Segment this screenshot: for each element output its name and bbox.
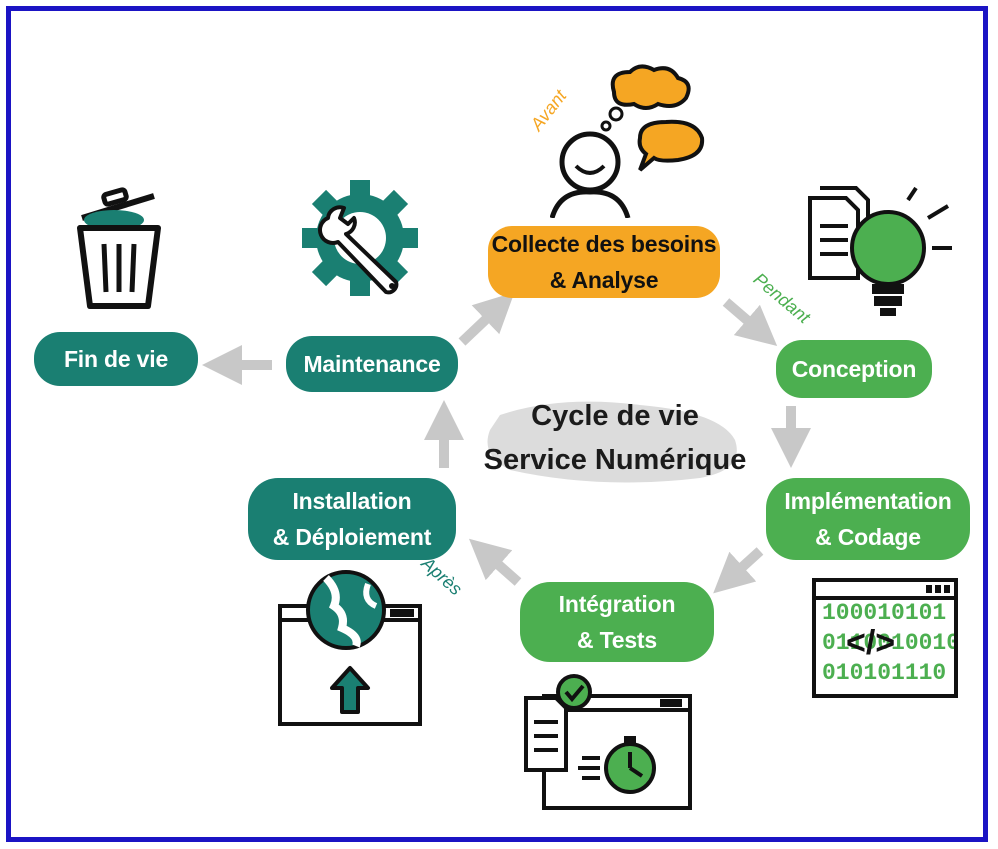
binary-line-1: 100010101 [822, 600, 947, 626]
binary-code-window-icon: 100010101 0110010010 010101110 </> [812, 578, 958, 698]
phase-implementation-line1: Implémentation [784, 488, 952, 514]
phase-implementation-codage: Implémentation & Codage [766, 478, 970, 560]
trash-can-icon [77, 187, 161, 309]
phase-integration-line2: & Tests [577, 627, 657, 653]
arrow-maintenance-to-collecte [458, 292, 515, 346]
phase-installation-line1: Installation [292, 488, 412, 514]
document-lightbulb-icon [808, 186, 952, 316]
phase-implementation-line2: & Codage [815, 524, 921, 550]
phase-collecte-line1: Collecte des besoins [491, 231, 717, 257]
globe-upload-window-icon [278, 570, 422, 726]
center-blob [487, 401, 737, 483]
phase-collecte-line2: & Analyse [549, 267, 659, 293]
phase-installation-line2: & Déploiement [272, 524, 432, 550]
center-title: Cycle de vie Service Numérique [440, 394, 790, 482]
code-symbol: </> [846, 624, 896, 662]
arrow-collecte-to-conception [722, 298, 778, 347]
phase-fin-de-vie: Fin de vie [34, 332, 198, 386]
center-title-line1: Cycle de vie [531, 400, 699, 432]
phase-integration-line1: Intégration [558, 591, 676, 617]
checklist-stopwatch-icon [524, 674, 692, 810]
phase-conception-label: Conception [791, 356, 917, 382]
phase-fin-de-vie-label: Fin de vie [63, 346, 169, 372]
center-title-line2: Service Numérique [483, 444, 747, 476]
phase-installation-deploiement: Installation & Déploiement [248, 478, 456, 560]
arrow-integration-to-installation [469, 538, 522, 586]
phase-maintenance: Maintenance [286, 336, 458, 392]
person-thinking-icon [550, 64, 705, 218]
arrow-implementation-to-integration [713, 547, 764, 594]
phase-collecte-analyse: Collecte des besoins & Analyse [488, 226, 720, 298]
binary-line-2: 0110010010 [822, 630, 954, 656]
phase-integration-tests: Intégration & Tests [520, 582, 714, 662]
gear-wrench-icon [302, 180, 418, 296]
phase-conception: Conception [776, 340, 932, 398]
window-titlebar [816, 582, 954, 600]
binary-line-3: 010101110 [822, 660, 947, 686]
phase-maintenance-label: Maintenance [303, 351, 441, 377]
